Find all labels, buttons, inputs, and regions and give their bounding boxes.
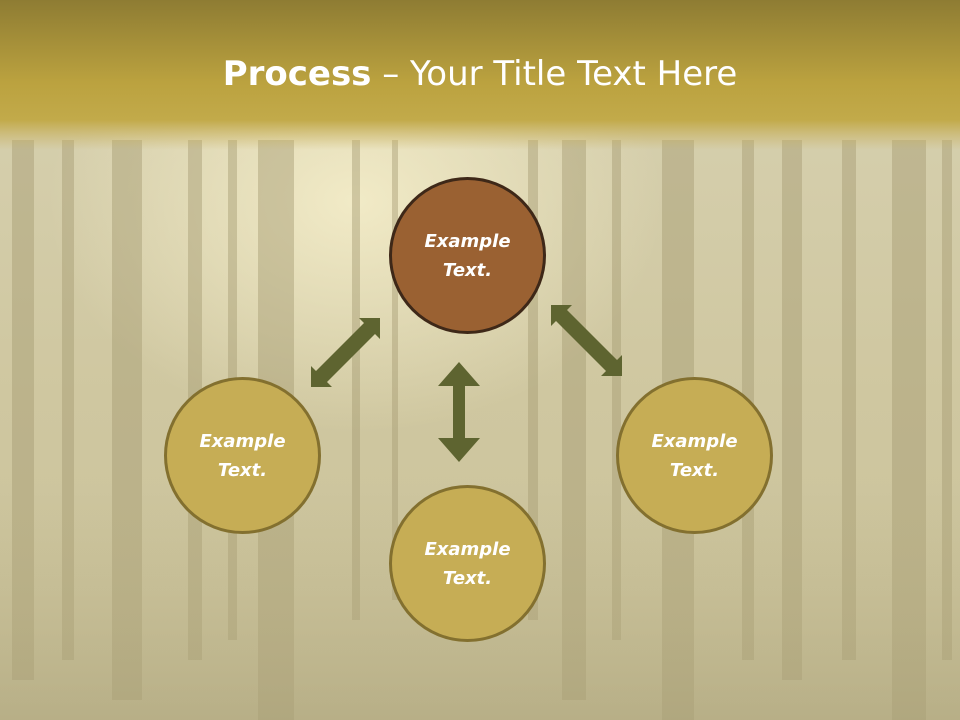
title-strong: Process [222, 54, 372, 94]
process-step-top[interactable]: Example Text. [389, 177, 546, 334]
slide-title: Process – Your Title Text Here [0, 54, 960, 94]
process-step-left-label: Example Text. [199, 430, 286, 481]
process-step-right-label: Example Text. [651, 430, 738, 481]
process-step-bottom[interactable]: Example Text. [389, 485, 546, 642]
double-arrow-left-icon [311, 318, 380, 387]
double-arrow-center-icon [438, 362, 480, 462]
process-step-top-label: Example Text. [424, 230, 511, 281]
process-step-right[interactable]: Example Text. [616, 377, 773, 534]
process-step-left[interactable]: Example Text. [164, 377, 321, 534]
double-arrow-right-icon [551, 305, 622, 376]
process-step-bottom-label: Example Text. [424, 538, 511, 589]
title-bar [0, 0, 960, 150]
title-rest: – Your Title Text Here [371, 54, 738, 94]
